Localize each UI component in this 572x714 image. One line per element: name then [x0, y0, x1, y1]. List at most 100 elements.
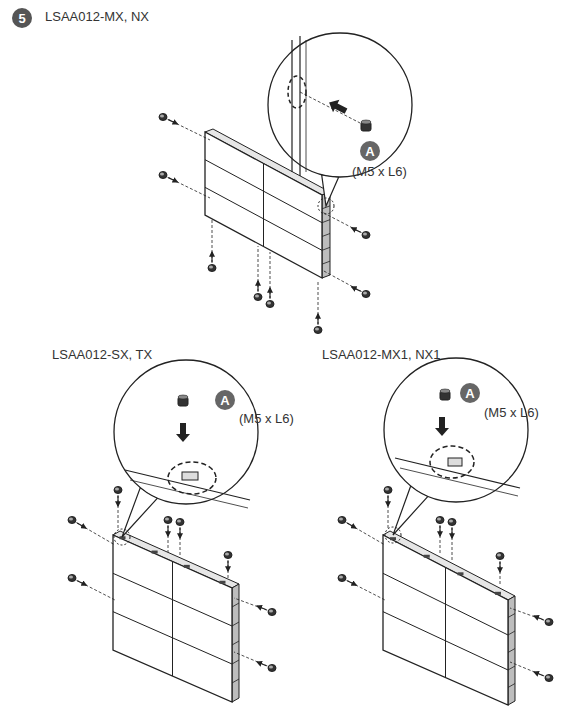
side-rib: [232, 660, 239, 664]
screw-axis: [322, 212, 366, 235]
screw-body: [114, 487, 122, 494]
screw: [436, 517, 444, 556]
module-seam: [113, 612, 232, 664]
bracket-edge: [130, 480, 248, 508]
cabinet-side: [508, 596, 515, 705]
target-hole: [288, 76, 306, 108]
screw-axis: [300, 92, 362, 124]
insert-arrow: [211, 252, 212, 262]
side-rib: [508, 631, 515, 635]
screw-axis: [500, 556, 501, 585]
module-seam: [113, 573, 232, 626]
callout-letter: A: [360, 141, 380, 161]
screw-axis: [440, 520, 441, 555]
screw-head: [69, 575, 73, 578]
screw-head: [363, 291, 367, 294]
callout-letter: A: [460, 383, 480, 403]
screw-head: [339, 517, 343, 520]
screw-head: [339, 575, 343, 578]
target-hole: [430, 446, 474, 478]
screw-axis: [234, 598, 272, 612]
screw-axis: [72, 520, 115, 545]
screw-spec: (M5 x L6): [484, 406, 539, 420]
insert-arrow: [317, 314, 318, 324]
screw-axis: [388, 490, 389, 528]
screw: [384, 487, 392, 529]
screw-head: [225, 552, 229, 555]
module-seam: [383, 612, 508, 670]
side-rib: [508, 649, 515, 653]
screw-head: [160, 114, 164, 117]
side-rib: [322, 220, 330, 223]
screw: [114, 487, 122, 529]
screw-head: [267, 301, 271, 304]
screw-body: [436, 517, 444, 524]
screw-body: [159, 114, 167, 121]
nut-top: [440, 389, 450, 393]
module-seam: [205, 187, 322, 250]
screw-head: [209, 265, 213, 268]
side-rib: [322, 234, 330, 237]
screw-body: [362, 291, 370, 298]
screw-head: [437, 517, 441, 520]
side-rib: [232, 603, 239, 607]
mount-hole: [184, 565, 190, 568]
bracket-edge: [125, 470, 250, 500]
module-seam: [205, 160, 322, 223]
insert-arrow: [269, 288, 270, 298]
screw: [496, 553, 504, 586]
screw-head: [165, 517, 169, 520]
screw: [208, 218, 216, 272]
model-title: LSAA012-MX, NX: [45, 10, 149, 24]
mount-hole: [152, 551, 158, 554]
screw-axis: [258, 246, 259, 297]
led-cabinet: [113, 531, 239, 702]
insert-arrow: [77, 581, 86, 586]
screw-axis: [118, 490, 119, 528]
screw-axis: [318, 280, 319, 330]
detail-magnifier: [384, 358, 528, 535]
screw-body: [338, 517, 346, 524]
screw-axis: [510, 608, 549, 622]
screw-body: [314, 327, 322, 334]
screw-body: [68, 517, 76, 524]
detail-magnifier: [114, 360, 258, 537]
screw-body: [384, 487, 392, 494]
bracket-edge: [306, 40, 307, 172]
side-rib: [508, 614, 515, 618]
side-rib: [322, 247, 330, 250]
mount-hole: [424, 555, 430, 558]
insert-arrow: [257, 662, 266, 666]
bracket-edge: [395, 458, 520, 488]
magnifier-circle: [384, 358, 528, 502]
mount-hole: [495, 592, 501, 595]
screw-body: [496, 553, 504, 560]
screw-body: [268, 665, 276, 672]
side-rib: [508, 666, 515, 670]
insert-arrow: [227, 561, 228, 571]
led-cabinet: [383, 531, 515, 705]
screw-head: [269, 609, 273, 612]
insert-arrow: [347, 523, 356, 528]
screw-body: [208, 265, 216, 272]
screw: [510, 608, 553, 626]
screw-axis: [270, 252, 271, 304]
screw-body: [448, 519, 456, 526]
cabinet-front: [383, 535, 508, 705]
insert-arrow: [439, 526, 440, 536]
detail-spot: [318, 198, 334, 214]
side-rib: [322, 261, 330, 264]
insert-arrow: [347, 581, 356, 586]
screw-head: [546, 619, 550, 622]
screw-body: [362, 232, 370, 239]
screw-head: [115, 487, 119, 490]
screw: [510, 662, 553, 682]
screw: [234, 652, 276, 672]
magnifier-circle: [268, 33, 412, 177]
screw: [338, 517, 385, 546]
screw: [338, 575, 385, 601]
side-rib: [508, 684, 515, 688]
screw-body: [159, 172, 167, 179]
mount-block: [182, 472, 198, 480]
callout-text: A: [365, 145, 374, 158]
